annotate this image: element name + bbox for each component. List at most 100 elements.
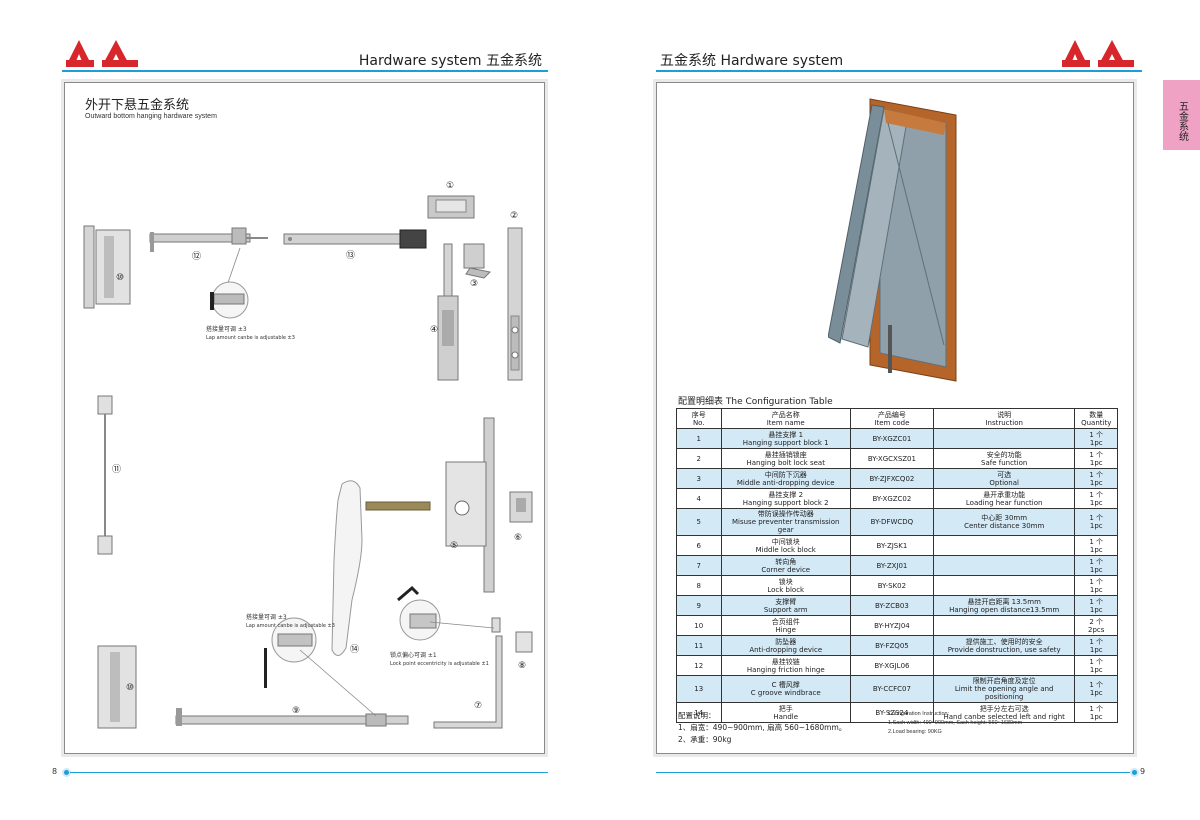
brand-logo (1060, 36, 1138, 70)
callout-6: ⑥ (514, 533, 522, 543)
part-12-image (149, 227, 268, 252)
cell-no: 5 (676, 508, 722, 536)
part-4-image (437, 243, 459, 381)
section-title: 外开下悬五金系统 (85, 98, 190, 113)
right-page: 五金系统 Hardware system 五金系统 配置明细表 The Conf… (600, 0, 1200, 820)
callout-10-top: ⑩ (116, 273, 124, 283)
callout-7: ⑦ (474, 701, 482, 711)
part-11-image (97, 395, 113, 555)
page-number: 8 (52, 767, 58, 776)
cell-item-code: BY-CCFC07 (849, 675, 934, 703)
header-rule (656, 70, 1142, 72)
table-title: 配置明细表 The Configuration Table (678, 397, 833, 407)
footer-dot (1130, 768, 1139, 777)
cell-item-code: BY-HYZJ04 (849, 615, 934, 636)
cell-no: 12 (676, 655, 722, 676)
footer-rule (656, 772, 1130, 773)
cell-item-code: BY-ZCB03 (849, 595, 934, 616)
callout-3: ③ (470, 279, 478, 289)
part-12-detail-image (210, 281, 249, 319)
cell-no: 6 (676, 535, 722, 556)
left-page: Hardware system 五金系统 外开下悬五金系统 Outward bo… (52, 40, 548, 777)
section-side-tab[interactable]: 五金系统 (1163, 80, 1200, 150)
part-7-image (433, 635, 503, 729)
page-number: 9 (1140, 767, 1146, 776)
window-product-image (828, 98, 957, 382)
section-subtitle: Outward bottom hanging hardware system (85, 113, 217, 120)
cell-item-code: BY-SK02 (849, 575, 934, 596)
configuration-notes-en: Configuration Instruction: 1.Sash width:… (888, 710, 1022, 737)
notes-en-line2: 2.Load bearing: 90KG (888, 729, 942, 735)
callout-10-bottom: ⑩ (126, 683, 134, 693)
cell-instruction (932, 428, 1076, 449)
callout-4: ④ (430, 325, 438, 335)
notes-zh-line1: 1、扇宽：490~900mm, 扇高 560~1680mm。 (678, 723, 847, 732)
hardware-parts-diagram: ① ② ③ ④ ⑩ (83, 181, 533, 729)
cell-item-code: BY-XGZC01 (849, 428, 934, 449)
cell-no: 7 (676, 555, 722, 576)
cell-no: 13 (676, 675, 722, 703)
part-9-detail-image (264, 617, 317, 688)
cell-no: 8 (676, 575, 722, 596)
cell-instruction (932, 535, 1076, 556)
configuration-notes-zh: 配置说明： 1、扇宽：490~900mm, 扇高 560~1680mm。 2、承… (678, 710, 846, 746)
cell-no: 10 (676, 615, 722, 636)
callout-1: ① (446, 181, 454, 191)
part-3-image (463, 243, 492, 279)
cell-no: 9 (676, 595, 722, 616)
part-8-image (491, 617, 533, 653)
part-10-top-image (83, 225, 131, 309)
cell-instruction (932, 655, 1076, 676)
part-2-image (507, 227, 523, 381)
part-14-image (331, 480, 431, 656)
part-1-image (427, 195, 475, 219)
part-8-detail-image (397, 585, 441, 641)
page-header-title: Hardware system 五金系统 (358, 53, 542, 69)
cell-no: 11 (676, 635, 722, 656)
notes-zh-title: 配置说明： (678, 711, 716, 720)
part-5-image (445, 417, 495, 593)
page-header-title: 五金系统 Hardware system (660, 53, 844, 69)
callout-2: ② (510, 211, 518, 221)
cell-item-code: BY-ZJFXCQ02 (849, 468, 934, 489)
cell-no: 4 (676, 488, 722, 509)
note-1-zh: 搭接量可调 ±3 (206, 325, 247, 333)
callout-13: ⑬ (346, 250, 355, 261)
header-rule (62, 70, 548, 72)
